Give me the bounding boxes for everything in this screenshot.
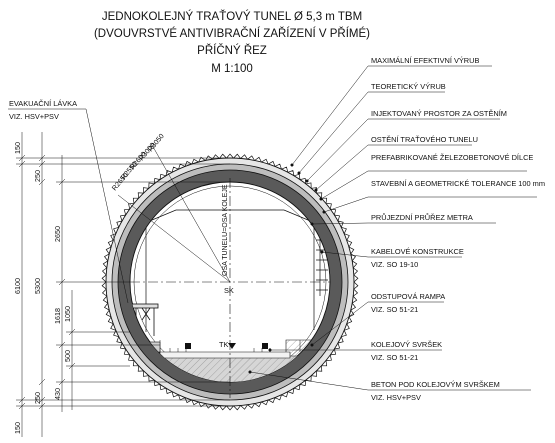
walkway-callout: EVAKUAČNÍ LÁVKA VIZ. HSV+PSV (8, 99, 129, 304)
dimension-chains (16, 132, 230, 437)
dim-outer-top: 150 (13, 142, 22, 154)
dim-outer-bottom: 150 (13, 422, 22, 434)
label-concrete: BETON POD KOLEJOVÝM SVRŠKEM (371, 380, 500, 389)
title-line-1: JEDNOKOLEJNÝ TRAŤOVÝ TUNEL Ø 5,3 m TBM (102, 10, 362, 23)
label-cable-structures: KABELOVÉ KONSTRUKCE (371, 247, 464, 256)
label-cable-ref: VIZ. SO 19-10 (371, 260, 418, 269)
dim-sub-1050: 1050 (63, 306, 72, 322)
tunnel-axis-label: OSA TUNELU=OSA KOLEJE (222, 184, 229, 276)
dim-middle-bottom: 250 (33, 392, 42, 404)
dim-sub-500: 500 (63, 350, 72, 362)
walkway-label: EVAKUAČNÍ LÁVKA (9, 99, 77, 108)
tk-label: TK (219, 340, 229, 349)
label-lining: OSTĚNÍ TRAŤOVÉHO TUNELU (371, 135, 478, 144)
walkway-ref: VIZ. HSV+PSV (9, 112, 59, 121)
drawing-title: JEDNOKOLEJNÝ TRAŤOVÝ TUNEL Ø 5,3 m TBM (… (94, 10, 370, 75)
label-max-excavation: MAXIMÁLNÍ EFEKTIVNÍ VÝRUB (371, 56, 479, 65)
tk-marker (228, 343, 236, 349)
rail-right (262, 343, 268, 349)
label-track: KOLEJOVÝ SVRŠEK (371, 340, 442, 349)
rail-left (185, 343, 191, 349)
excavation-teeth-path (101, 153, 359, 411)
label-tolerance: STAVEBNÍ A GEOMETRICKÉ TOLERANCE 100 mm (371, 179, 545, 188)
label-concrete-ref: VIZ. HSV+PSV (371, 393, 421, 402)
dim-outer-total: 6100 (13, 278, 22, 294)
dim-inner-430: 430 (53, 388, 62, 400)
label-step-ramp: ODSTUPOVÁ RAMPA (371, 292, 445, 301)
sk-label: SK (224, 286, 234, 295)
title-line-4: M 1:100 (211, 63, 253, 75)
dim-inner-lower: 1618 (53, 308, 62, 324)
dimension-texts: 150 6100 150 250 5300 250 2650 1618 430 … (13, 142, 72, 434)
title-line-2: (DVOUVRSTVÉ ANTIVIBRAČNÍ ZAŘÍZENÍ V PŘÍM… (94, 27, 370, 40)
right-callouts (248, 65, 537, 391)
cable-structures (316, 236, 328, 296)
evacuation-walkway (131, 303, 159, 336)
dim-middle-main: 5300 (33, 278, 42, 294)
label-theoretical-excavation: TEORETICKÝ VÝRUB (371, 82, 446, 91)
label-clearance: PRŮJEZDNÍ PRŮŘEZ METRA (371, 213, 473, 222)
right-labels: MAXIMÁLNÍ EFEKTIVNÍ VÝRUB TEORETICKÝ VÝR… (371, 56, 545, 402)
dim-middle-top: 250 (33, 170, 42, 182)
label-step-ramp-ref: VIZ. SO 51-21 (371, 305, 418, 314)
dim-inner-upper: 2650 (53, 226, 62, 242)
label-segments: PREFABRIKOVANÉ ŽELEZOBETONOVÉ DÍLCE (371, 153, 533, 162)
label-grouted-space: INJEKTOVANÝ PROSTOR ZA OSTĚNÍM (371, 109, 507, 118)
excavation-teeth (101, 153, 359, 411)
title-line-3: PŘÍČNÝ ŘEZ (197, 44, 267, 57)
track-bed-shape (159, 351, 291, 359)
label-track-ref: VIZ. SO 51-21 (371, 353, 418, 362)
